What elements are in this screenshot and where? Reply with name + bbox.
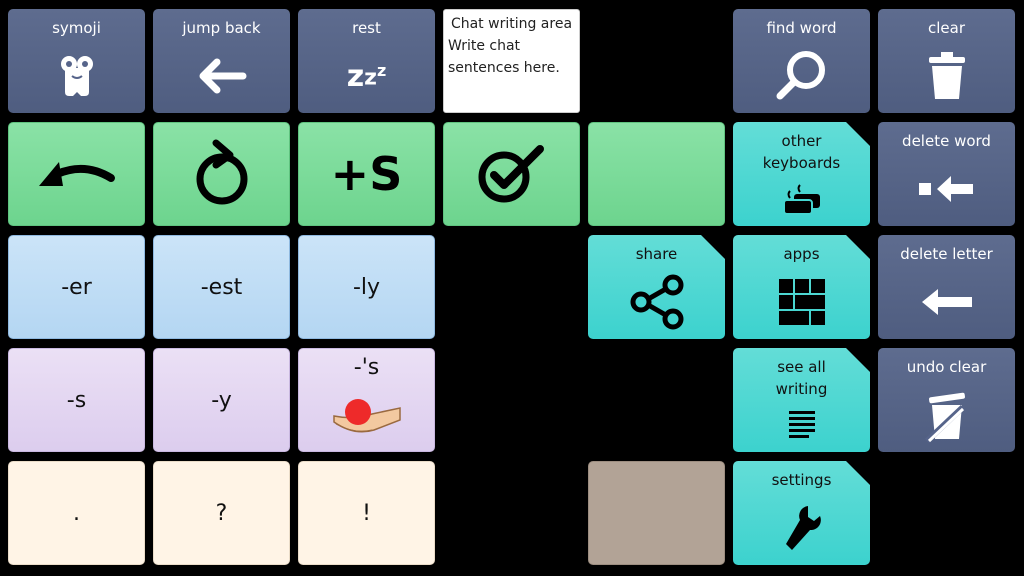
suffix-er-button[interactable]: -er (8, 235, 145, 339)
suffix-ly-button[interactable]: -ly (298, 235, 435, 339)
keyboards-icon (782, 174, 822, 226)
empty-green-button[interactable] (588, 122, 725, 226)
suffix-est-button[interactable]: -est (153, 235, 290, 339)
curved-arrow-left-icon (35, 123, 119, 225)
check-button[interactable] (443, 122, 580, 226)
suffix-s-button[interactable]: -s (8, 348, 145, 452)
jump-back-button[interactable]: jump back (153, 9, 290, 113)
empty-tan-button[interactable] (588, 461, 725, 565)
magnifier-icon (774, 39, 830, 113)
plus-s-button[interactable]: +S (298, 122, 435, 226)
delete-letter-button[interactable]: delete letter (878, 235, 1015, 339)
suffix-possessive-button[interactable]: -'s (298, 348, 435, 452)
trash-icon (927, 39, 967, 113)
undo-trash-icon (924, 378, 969, 452)
symoji-button[interactable]: symoji (8, 9, 145, 113)
symoji-icon (57, 39, 97, 113)
question-mark-button[interactable]: ? (153, 461, 290, 565)
delete-word-button[interactable]: delete word (878, 122, 1015, 226)
share-icon (629, 265, 685, 339)
period-button[interactable]: . (8, 461, 145, 565)
undo-clear-button[interactable]: undo clear (878, 348, 1015, 452)
text-lines-icon (789, 400, 815, 452)
exclamation-button[interactable]: ! (298, 461, 435, 565)
apps-button[interactable]: apps (733, 235, 870, 339)
chat-writing-area[interactable]: Chat writing area Write chat sentences h… (443, 9, 580, 113)
repeat-button[interactable] (153, 122, 290, 226)
settings-button[interactable]: settings (733, 461, 870, 565)
wrench-icon (782, 491, 822, 565)
undo-arrow-button[interactable] (8, 122, 145, 226)
hands-holding-ball-icon (332, 380, 402, 451)
find-word-button[interactable]: find word (733, 9, 870, 113)
share-button[interactable]: share (588, 235, 725, 339)
see-all-writing-button[interactable]: see all writing (733, 348, 870, 452)
suffix-y-button[interactable]: -y (153, 348, 290, 452)
circular-arrow-icon (192, 123, 252, 225)
delete-word-icon (917, 152, 977, 226)
check-circle-icon (476, 123, 548, 225)
clear-button[interactable]: clear (878, 9, 1015, 113)
arrow-left-icon (195, 39, 249, 113)
apps-grid-icon (779, 265, 825, 339)
other-keyboards-button[interactable]: other keyboards (733, 122, 870, 226)
backspace-arrow-icon (920, 265, 974, 339)
